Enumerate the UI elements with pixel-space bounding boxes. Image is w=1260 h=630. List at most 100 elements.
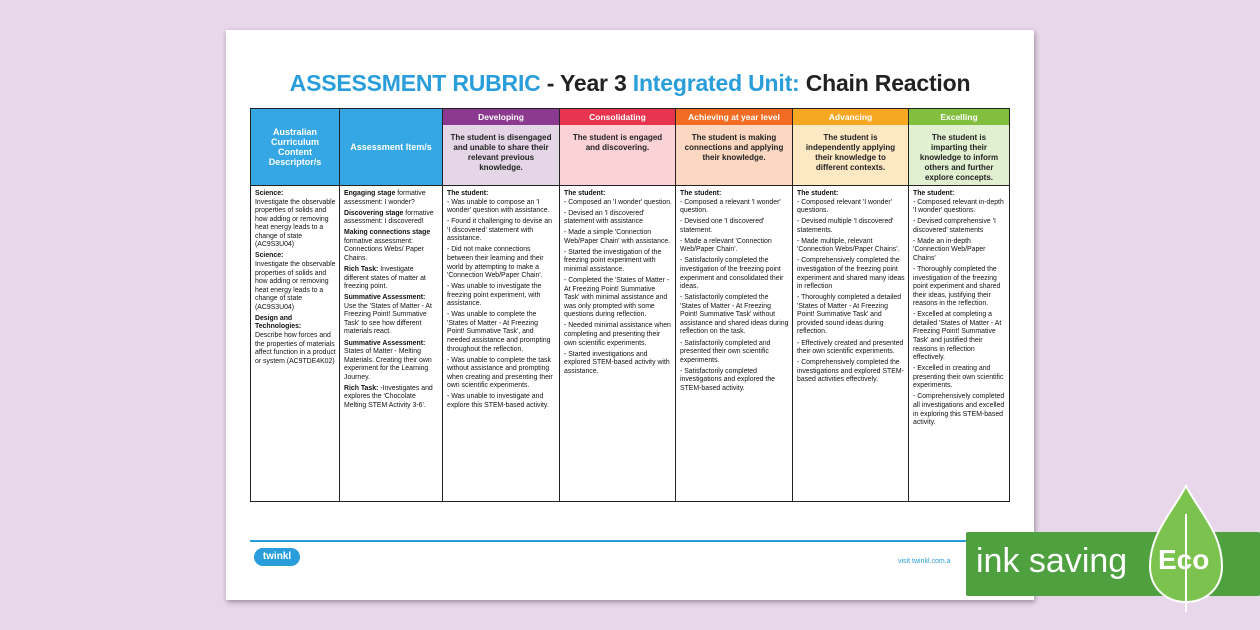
title-rubric: ASSESSMENT RUBRIC xyxy=(289,70,541,96)
curriculum-text: Investigate the observable properties of… xyxy=(255,261,336,311)
criteria-item: - Excelled at completing a detailed 'Sta… xyxy=(913,311,1002,362)
criteria-advancing-cell: The student:- Composed relevant 'I wonde… xyxy=(792,185,909,502)
assessment-item: Making connections stage formative asses… xyxy=(344,229,439,263)
criteria-item: - Satisfactorily completed and presented… xyxy=(680,339,771,364)
assessment-item: Rich Task: Investigate different states … xyxy=(344,266,439,292)
criteria-item: - Was unable to compose an 'I wonder' qu… xyxy=(447,198,550,215)
curriculum-item: Science:Investigate the observable prope… xyxy=(255,252,336,312)
curriculum-text: Describe how forces and the properties o… xyxy=(255,332,336,365)
criteria-item: - Satisfactorily completed the 'States o… xyxy=(680,294,789,336)
level-description: The student is imparting their knowledge… xyxy=(919,133,999,182)
assessment-text: Use the 'States of Matter - At Freezing … xyxy=(344,302,432,336)
assessment-head: Rich Task: xyxy=(344,384,379,392)
rubric-document: ASSESSMENT RUBRIC - Year 3 Integrated Un… xyxy=(226,30,1034,600)
assessment-text: Investigate different states of matter a… xyxy=(344,266,426,291)
title-unit-name: Chain Reaction xyxy=(799,70,971,96)
criteria-item: - Thoroughly completed a detailed 'State… xyxy=(797,294,902,336)
level-title: Developing xyxy=(443,109,559,125)
level-title: Excelling xyxy=(909,109,1009,125)
title-unit-label: Integrated Unit: xyxy=(632,70,800,96)
criteria-item: - Started investigations and explored ST… xyxy=(564,350,670,375)
criteria-lead: The student: xyxy=(447,190,489,197)
criteria-item: - Comprehensively completed the investig… xyxy=(797,359,904,384)
criteria-item: - Devised one 'I discovered' statement. xyxy=(680,218,765,234)
assessment-head: Making connections stage xyxy=(344,229,431,237)
criteria-item: - Was unable to investigate and explore … xyxy=(447,393,549,409)
criteria-item: - Made a relevant 'Connection Web/Paper … xyxy=(680,237,772,254)
curriculum-text: Investigate the observable properties of… xyxy=(255,198,336,249)
assessment-text: States of Matter - Melting Materials. Cr… xyxy=(344,348,432,381)
criteria-item: - Devised comprehensive 'I discovered' s… xyxy=(913,218,996,234)
title-year: - Year 3 xyxy=(540,70,633,96)
criteria-item: - Needed minimal assistance when complet… xyxy=(564,322,671,347)
level-description: The student is making connections and ap… xyxy=(684,133,784,162)
criteria-item: - Was unable to investigate the freezing… xyxy=(447,283,542,308)
header-row: Australian Curriculum Content Descriptor… xyxy=(250,108,1010,186)
curriculum-header: Australian Curriculum Content Descriptor… xyxy=(250,108,340,186)
level-description: The student is engaged and discovering. xyxy=(572,133,663,152)
criteria-item: - Started the investigation of the freez… xyxy=(564,248,662,273)
rubric-table: Australian Curriculum Content Descriptor… xyxy=(250,108,1010,502)
twinkl-logo: twinkl xyxy=(254,548,300,566)
assessment-item: Engaging stage formative assessment: I w… xyxy=(344,190,439,207)
criteria-lead: The student: xyxy=(913,190,955,197)
curriculum-head: Science: xyxy=(255,190,284,197)
criteria-excelling-cell: The student:- Composed relevant in-depth… xyxy=(908,185,1010,502)
assessment-head: Summative Assessment: xyxy=(344,339,426,347)
assessment-cell: Engaging stage formative assessment: I w… xyxy=(339,185,443,502)
footer-website: visit twinkl.com.a xyxy=(898,558,951,565)
criteria-item: - Did not make connections between their… xyxy=(447,246,544,280)
level-title: Achieving at year level xyxy=(676,109,792,125)
level-title: Consolidating xyxy=(560,109,675,125)
assessment-text: -Investigates and explores the 'Chocolat… xyxy=(344,384,433,409)
criteria-item: - Was unable to complete the task withou… xyxy=(447,356,553,390)
criteria-item: - Made multiple, relevant 'Connection We… xyxy=(797,237,900,254)
curriculum-head: Science: xyxy=(255,252,284,260)
criteria-lead: The student: xyxy=(680,190,722,197)
curriculum-item: Design and Technologies:Describe how for… xyxy=(255,315,336,366)
assessment-header: Assessment Item/s xyxy=(339,108,443,186)
criteria-item: - Satisfactorily completed investigation… xyxy=(680,367,776,392)
assessment-head: Summative Assessment: xyxy=(344,294,426,302)
criteria-item: - Devised multiple 'I discovered' statem… xyxy=(797,218,894,234)
criteria-developing-cell: The student:- Was unable to compose an '… xyxy=(442,185,560,502)
criteria-item: - Thoroughly completed the investigation… xyxy=(913,266,1001,308)
curriculum-item: Science:Investigate the observable prope… xyxy=(255,190,336,250)
leaf-icon xyxy=(1148,484,1224,612)
assessment-item: Summative Assessment: States of Matter -… xyxy=(344,340,439,383)
criteria-item: - Effectively created and presented thei… xyxy=(797,339,904,356)
curriculum-cell: Science:Investigate the observable prope… xyxy=(250,185,340,502)
assessment-head: Discovering stage xyxy=(344,209,404,217)
assessment-text: formative assessment: Connections Webs/ … xyxy=(344,237,424,262)
assessment-text: formative assessment: I discovered! xyxy=(344,209,434,226)
assessment-head: Rich Task: xyxy=(344,266,379,273)
criteria-lead: The student: xyxy=(797,190,839,197)
content-row: Science:Investigate the observable prope… xyxy=(250,185,1010,502)
eco-label: Eco xyxy=(1158,544,1210,575)
criteria-item: - Comprehensively completed all investig… xyxy=(913,393,1005,427)
criteria-item: - Satisfactorily completed the investiga… xyxy=(680,257,784,291)
level-title: Advancing xyxy=(793,109,908,125)
assessment-item: Discovering stage formative assessment: … xyxy=(344,210,439,227)
ink-saving-label: ink saving xyxy=(976,542,1128,580)
criteria-item: - Was unable to complete the 'States of … xyxy=(447,311,551,353)
criteria-item: - Made an in-depth 'Connection Web/Paper… xyxy=(913,237,986,262)
criteria-item: - Excelled in creating and presenting th… xyxy=(913,365,1004,390)
criteria-item: - Composed an 'I wonder' question. xyxy=(564,198,672,206)
criteria-item: - Composed relevant 'I wonder' questions… xyxy=(797,198,892,215)
criteria-item: - Made a simple 'Connection Web/Paper Ch… xyxy=(564,229,671,245)
criteria-item: - Found it challenging to devise an 'I d… xyxy=(447,218,552,243)
document-title: ASSESSMENT RUBRIC - Year 3 Integrated Un… xyxy=(226,70,1034,97)
footer-divider xyxy=(250,540,1010,542)
criteria-item: - Composed relevant in-depth 'I wonder' … xyxy=(913,198,1004,215)
assessment-text: formative assessment: I wonder? xyxy=(344,190,426,206)
level-description: The student is independently applying th… xyxy=(805,133,896,172)
criteria-item: - Devised an 'I discovered' statement wi… xyxy=(564,209,645,226)
assessment-item: Summative Assessment: Use the 'States of… xyxy=(344,294,439,337)
assessment-item: Rich Task: -Investigates and explores th… xyxy=(344,385,439,411)
